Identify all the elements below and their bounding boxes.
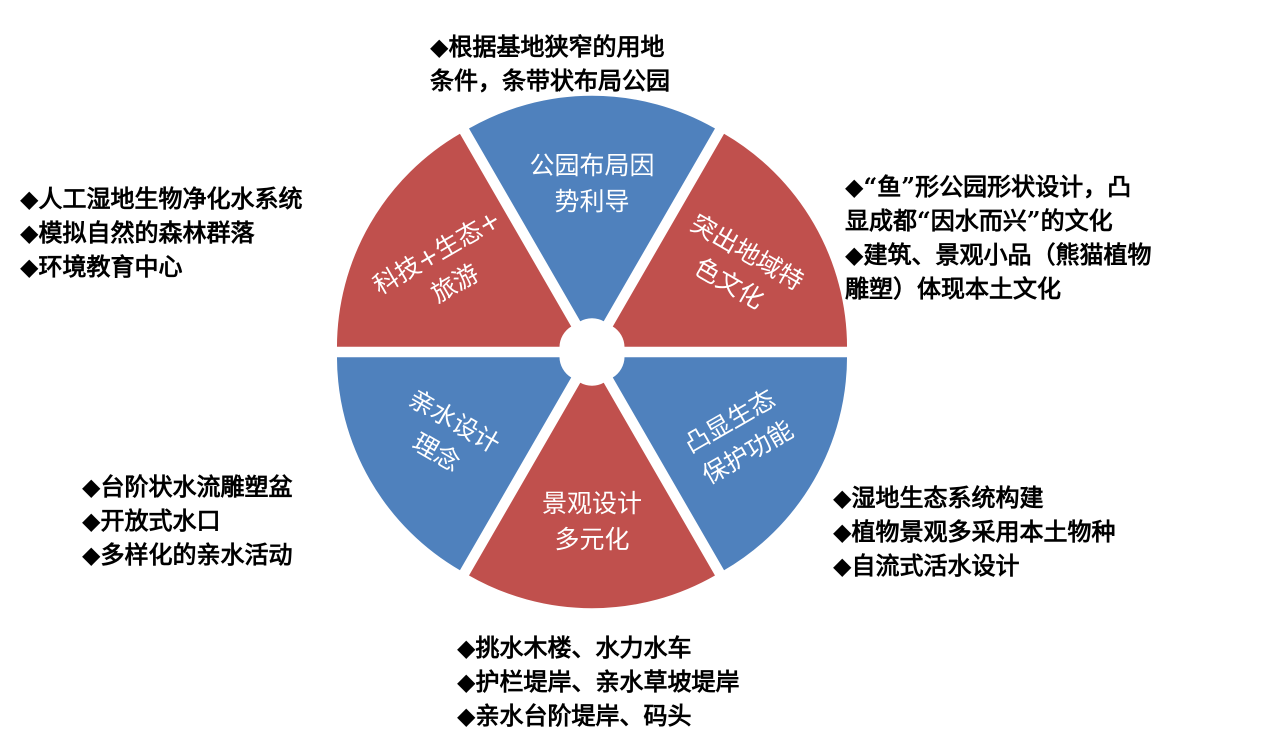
note-line: ◆湿地生态系统构建 — [833, 483, 1044, 512]
note-line: ◆环境教育中心 — [20, 252, 183, 281]
note-line: ◆多样化的亲水活动 — [82, 540, 293, 569]
segment-label-line: 势利导 — [554, 187, 629, 216]
segment-5: 亲水设计理念 — [335, 355, 574, 573]
note-line: ◆开放式水口 — [82, 506, 221, 535]
segment-6: 科技+生态+旅游 — [335, 131, 574, 349]
note-line: ◆“鱼”形公园形状设计，凸 — [845, 172, 1132, 201]
segment-1: 公园布局因势利导 — [466, 94, 718, 324]
note-line: ◆模拟自然的森林群落 — [20, 218, 255, 247]
segment-label-line: 公园布局因 — [529, 151, 654, 180]
segment-3: 凸显生态保护功能 — [610, 355, 849, 573]
note-bottom: ◆挑水木楼、水力水车 ◆护栏堤岸、亲水草坡堤岸 ◆亲水台阶堤岸、码头 — [457, 631, 739, 733]
segment-6-wedge — [335, 131, 574, 349]
segment-1-wedge — [466, 94, 718, 324]
note-line: ◆人工湿地生物净化水系统 — [20, 184, 303, 213]
note-line: ◆挑水木楼、水力水车 — [457, 633, 692, 662]
note-line: ◆根据基地狭窄的用地 — [430, 32, 665, 61]
note-lower-left: ◆台阶状水流雕塑盆 ◆开放式水口 ◆多样化的亲水活动 — [82, 470, 292, 572]
note-line: 条件，条带状布局公园 — [430, 66, 670, 95]
segment-5-wedge — [335, 355, 574, 573]
note-line: 雕塑）体现本土文化 — [845, 274, 1061, 303]
segment-4-label: 景观设计多元化 — [542, 489, 642, 554]
note-lower-right: ◆湿地生态系统构建 ◆植物景观多采用本土物种 ◆自流式活水设计 — [833, 481, 1115, 583]
segment-4: 景观设计多元化 — [466, 380, 718, 610]
note-line: ◆自流式活水设计 — [833, 551, 1020, 580]
note-line: ◆亲水台阶堤岸、码头 — [457, 701, 692, 730]
note-upper-right: ◆“鱼”形公园形状设计，凸显成都“因水而兴”的文化 ◆建筑、景观小品（熊猫植物雕塑… — [845, 170, 1151, 306]
note-line: ◆植物景观多采用本土物种 — [833, 517, 1116, 546]
segment-4-wedge — [466, 380, 718, 610]
note-line: ◆台阶状水流雕塑盆 — [82, 472, 293, 501]
note-upper-left: ◆人工湿地生物净化水系统 ◆模拟自然的森林群落 ◆环境教育中心 — [20, 182, 302, 284]
segment-2-wedge — [610, 131, 849, 349]
note-line: 显成都“因水而兴”的文化 — [845, 206, 1113, 235]
segment-label-line: 多元化 — [554, 525, 629, 554]
segment-2: 突出地域特色文化 — [610, 131, 849, 349]
segment-3-wedge — [610, 355, 849, 573]
note-line: ◆建筑、景观小品（熊猫植物 — [845, 240, 1152, 269]
note-top: ◆根据基地狭窄的用地条件，条带状布局公园 — [430, 30, 670, 98]
segment-1-label: 公园布局因势利导 — [529, 151, 654, 216]
note-line: ◆护栏堤岸、亲水草坡堤岸 — [457, 667, 740, 696]
segment-label-line: 景观设计 — [542, 489, 642, 518]
